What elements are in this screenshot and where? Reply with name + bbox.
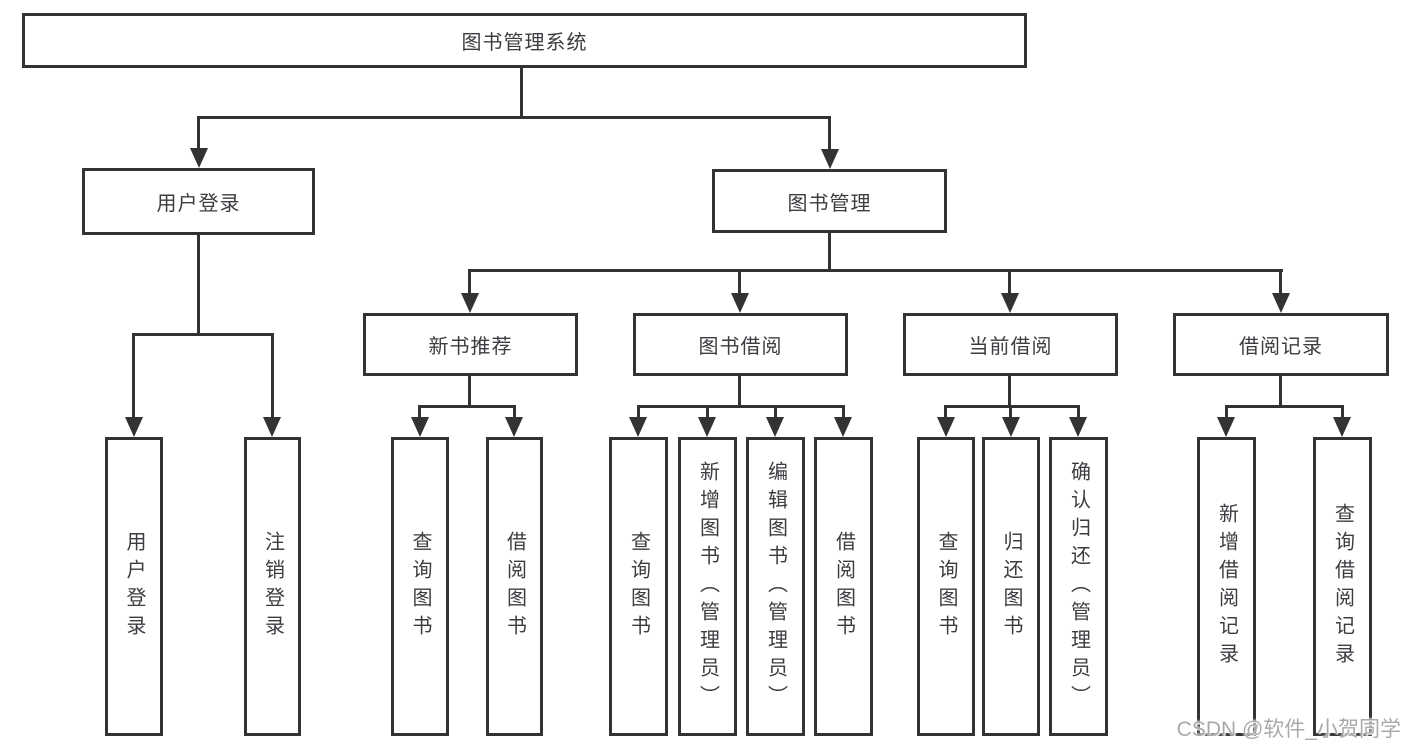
connector-line bbox=[637, 405, 640, 421]
arrowhead-icon bbox=[263, 417, 281, 437]
connector-line bbox=[637, 405, 845, 408]
leaf-return-books: 归还图书 bbox=[982, 437, 1040, 736]
arrowhead-icon bbox=[1333, 417, 1351, 437]
connector-line bbox=[513, 405, 516, 421]
node-label: 确认归还（管理员） bbox=[1067, 460, 1090, 713]
connector-line bbox=[842, 405, 845, 421]
leaf-borrow-books-1: 借阅图书 bbox=[486, 437, 543, 736]
leaf-add-borrow-record: 新增借阅记录 bbox=[1197, 437, 1256, 736]
connector-line bbox=[1077, 405, 1080, 421]
node-book-management: 图书管理 bbox=[712, 169, 947, 233]
node-label: 用户登录 bbox=[156, 193, 241, 215]
arrowhead-icon bbox=[1272, 293, 1290, 313]
leaf-logout-login: 注销登录 bbox=[244, 437, 301, 736]
node-label: 图书管理 bbox=[787, 192, 872, 215]
connector-line bbox=[1279, 376, 1282, 407]
connector-line bbox=[468, 269, 471, 297]
leaf-confirm-return-admin: 确认归还（管理员） bbox=[1049, 437, 1108, 736]
connector-line bbox=[944, 405, 947, 421]
connector-line bbox=[197, 116, 200, 152]
arrowhead-icon bbox=[461, 293, 479, 313]
node-borrowing-records: 借阅记录 bbox=[1173, 313, 1389, 376]
connector-line bbox=[271, 333, 274, 421]
node-user-login: 用户登录 bbox=[82, 168, 315, 235]
connector-line bbox=[738, 376, 741, 407]
node-label: 编辑图书（管理员） bbox=[764, 460, 787, 713]
connector-line bbox=[418, 405, 421, 421]
arrowhead-icon bbox=[505, 417, 523, 437]
connector-line bbox=[418, 405, 516, 408]
leaf-borrow-books-2: 借阅图书 bbox=[814, 437, 873, 736]
node-current-borrowing: 当前借阅 bbox=[903, 313, 1118, 376]
arrowhead-icon bbox=[731, 293, 749, 313]
connector-line bbox=[132, 333, 135, 421]
connector-line bbox=[828, 116, 831, 153]
node-label: 借阅图书 bbox=[503, 530, 526, 643]
connector-line bbox=[1008, 376, 1011, 407]
node-label: 图书管理系统 bbox=[461, 32, 588, 54]
node-label: 查询图书 bbox=[627, 530, 650, 643]
connector-line bbox=[1279, 269, 1282, 297]
connector-line bbox=[706, 405, 709, 421]
arrowhead-icon bbox=[937, 417, 955, 437]
node-label: 借阅记录 bbox=[1239, 336, 1323, 358]
arrowhead-icon bbox=[1217, 417, 1235, 437]
connector-line bbox=[197, 235, 200, 335]
connector-line bbox=[1009, 405, 1012, 421]
node-label: 注销登录 bbox=[261, 530, 284, 643]
leaf-query-books-2: 查询图书 bbox=[609, 437, 668, 736]
node-label: 当前借阅 bbox=[968, 336, 1053, 358]
node-library-management-system: 图书管理系统 bbox=[22, 13, 1027, 68]
connector-line bbox=[774, 405, 777, 421]
connector-line bbox=[468, 269, 1283, 272]
node-label: 新增图书（管理员） bbox=[696, 460, 719, 713]
leaf-query-books-1: 查询图书 bbox=[391, 437, 449, 736]
connector-line bbox=[1341, 405, 1344, 421]
node-label: 归还图书 bbox=[1000, 530, 1022, 643]
connector-line bbox=[738, 269, 741, 297]
arrowhead-icon bbox=[834, 417, 852, 437]
node-new-book-recommendation: 新书推荐 bbox=[363, 313, 578, 376]
node-label: 用户登录 bbox=[123, 530, 145, 643]
leaf-user-login: 用户登录 bbox=[105, 437, 163, 736]
arrowhead-icon bbox=[125, 417, 143, 437]
node-label: 新增借阅记录 bbox=[1215, 502, 1238, 671]
node-label: 查询借阅记录 bbox=[1331, 502, 1354, 671]
arrowhead-icon bbox=[1002, 417, 1020, 437]
connector-line bbox=[1225, 405, 1344, 408]
connector-line bbox=[197, 116, 831, 119]
node-label: 图书借阅 bbox=[698, 336, 783, 358]
connector-line bbox=[132, 333, 273, 336]
arrowhead-icon bbox=[766, 417, 784, 437]
node-book-borrowing: 图书借阅 bbox=[633, 313, 848, 376]
leaf-edit-books-admin: 编辑图书（管理员） bbox=[746, 437, 805, 736]
connector-line bbox=[520, 68, 523, 119]
node-label: 新书推荐 bbox=[428, 336, 513, 358]
arrowhead-icon bbox=[190, 148, 208, 168]
node-label: 借阅图书 bbox=[832, 530, 855, 643]
arrowhead-icon bbox=[821, 149, 839, 169]
connector-line bbox=[1008, 269, 1011, 297]
arrowhead-icon bbox=[411, 417, 429, 437]
leaf-query-borrow-record: 查询借阅记录 bbox=[1313, 437, 1372, 736]
leaf-query-books-3: 查询图书 bbox=[917, 437, 975, 736]
node-label: 查询图书 bbox=[935, 530, 957, 643]
connector-line bbox=[828, 233, 831, 272]
arrowhead-icon bbox=[1001, 293, 1019, 313]
leaf-add-books-admin: 新增图书（管理员） bbox=[678, 437, 737, 736]
arrowhead-icon bbox=[1069, 417, 1087, 437]
csdn-watermark: CSDN @软件_小贺同学 bbox=[1176, 718, 1401, 741]
connector-line bbox=[1225, 405, 1228, 421]
connector-line bbox=[944, 405, 1080, 408]
arrowhead-icon bbox=[698, 417, 716, 437]
connector-line bbox=[468, 376, 471, 407]
arrowhead-icon bbox=[629, 417, 647, 437]
node-label: 查询图书 bbox=[409, 530, 431, 643]
